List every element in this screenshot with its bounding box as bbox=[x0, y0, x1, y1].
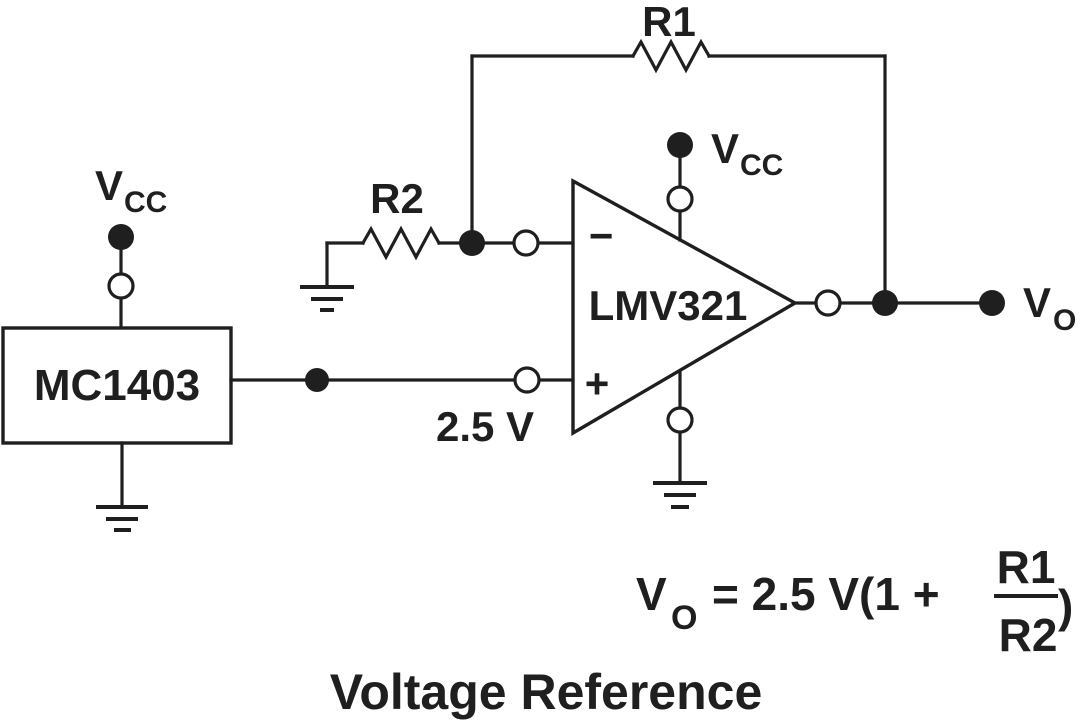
formula-numerator: R1 bbox=[997, 541, 1056, 593]
formula-lhs: V bbox=[636, 568, 667, 620]
vcc-opamp-label: V bbox=[711, 125, 739, 172]
formula-lhs-sub: O bbox=[671, 599, 697, 637]
opamp-vcc-pin-circle bbox=[666, 185, 694, 213]
output-feedback-junction-dot bbox=[872, 290, 898, 316]
inverting-pin-circle bbox=[512, 229, 540, 257]
vcc-regulator-label-sub: CC bbox=[124, 186, 167, 219]
regulator-label: MC1403 bbox=[34, 361, 200, 410]
formula-mid: = 2.5 V(1 + bbox=[712, 568, 940, 620]
opamp-label: LMV321 bbox=[589, 282, 748, 329]
regulator-block bbox=[1, 247, 517, 532]
opamp-triangle bbox=[571, 178, 799, 436]
vout-label: V bbox=[1023, 279, 1051, 326]
regulator-ground-symbol bbox=[96, 505, 148, 532]
formula-denominator: R2 bbox=[999, 609, 1058, 661]
vref-label: 2.5 V bbox=[436, 403, 534, 450]
vcc-regulator-label: V bbox=[95, 162, 123, 209]
opamp-block bbox=[536, 155, 994, 509]
vcc-opamp-dot bbox=[667, 132, 693, 158]
r2-label: R2 bbox=[370, 175, 424, 222]
opamp-ground-pin-circle bbox=[666, 406, 694, 434]
r1-resistor bbox=[630, 38, 712, 74]
r2-feedback-junction-dot bbox=[459, 230, 485, 256]
r2-branch bbox=[300, 225, 516, 312]
formula-close-paren: ) bbox=[1058, 580, 1073, 632]
regulator-vcc-pin-circle bbox=[107, 272, 135, 300]
r1-label: R1 bbox=[642, 0, 696, 45]
feedback-network bbox=[470, 38, 887, 305]
regulator-box bbox=[1, 326, 233, 445]
vout-label-sub: O bbox=[1053, 304, 1076, 337]
output-formula: V O = 2.5 V(1 + R1 R2 ) bbox=[636, 541, 1073, 661]
opamp-ground-symbol bbox=[653, 481, 707, 509]
vcc-regulator-dot bbox=[108, 224, 134, 250]
vout-terminal-dot bbox=[979, 290, 1005, 316]
diagram-title: Voltage Reference bbox=[330, 664, 763, 720]
r2-ground-symbol bbox=[300, 285, 354, 312]
inverting-input-label: − bbox=[589, 212, 614, 259]
r2-resistor bbox=[360, 225, 442, 261]
output-pin-circle bbox=[814, 289, 842, 317]
vref-junction-dot bbox=[305, 368, 329, 392]
vcc-opamp-label-sub: CC bbox=[740, 149, 783, 182]
noninverting-pin-circle bbox=[513, 366, 541, 394]
noninverting-input-label: + bbox=[585, 360, 610, 407]
